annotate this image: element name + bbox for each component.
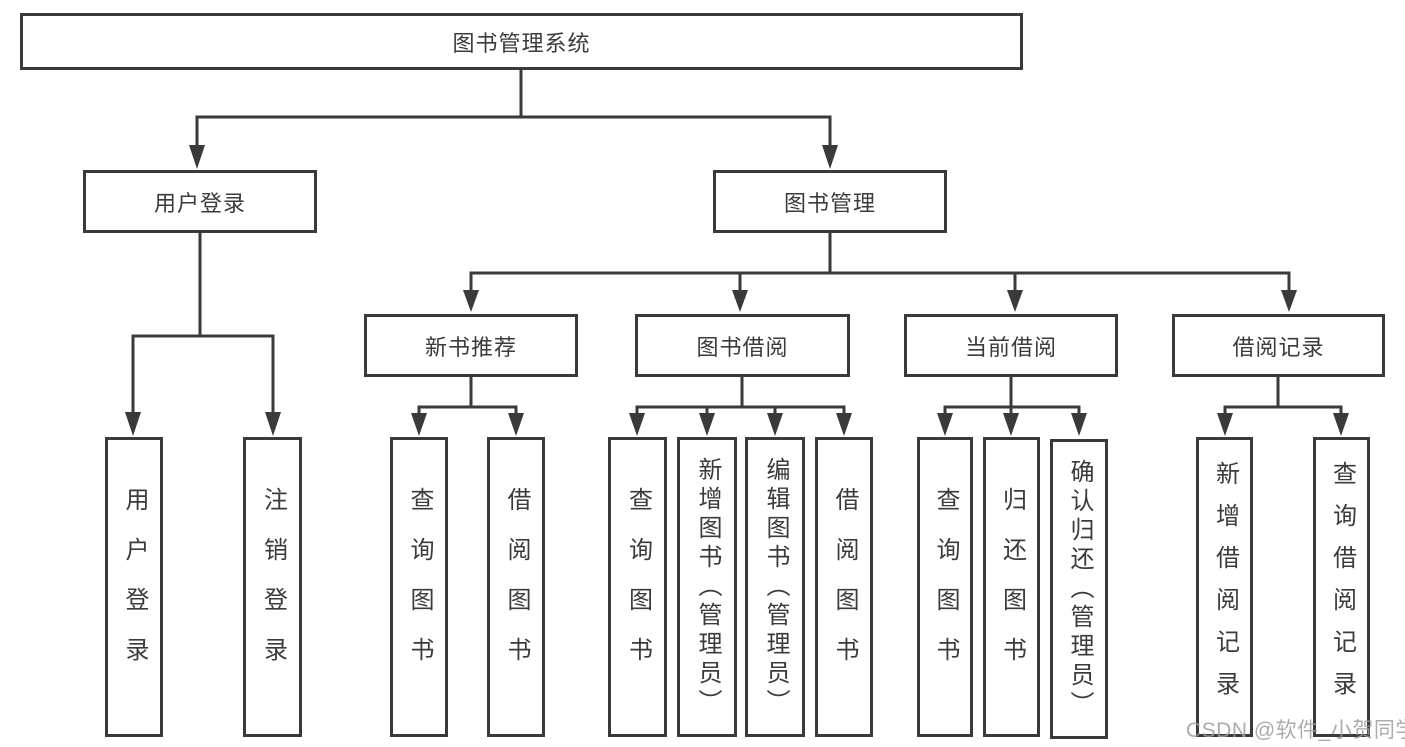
leaf-edit-book-admin: 编辑图书（管理员）	[745, 437, 805, 737]
leaf-user-login: 用户登录	[105, 437, 163, 737]
node-current-borrowing: 当前借阅	[904, 314, 1118, 377]
node-book-borrowing: 图书借阅	[635, 314, 850, 377]
leaf-borrow-books-recommend: 借阅图书	[487, 437, 545, 737]
node-user-login: 用户登录	[83, 170, 317, 233]
leaf-logout: 注销登录	[243, 437, 302, 737]
leaf-confirm-return-admin: 确认归还（管理员）	[1050, 439, 1108, 739]
leaf-query-books-borrowing: 查询图书	[608, 437, 667, 737]
leaf-borrow-books-borrowing: 借阅图书	[815, 437, 873, 737]
node-borrowing-records: 借阅记录	[1172, 314, 1385, 377]
leaf-add-book-admin: 新增图书（管理员）	[677, 437, 737, 737]
leaf-query-borrow-record: 查询借阅记录	[1313, 437, 1370, 737]
leaf-return-books: 归还图书	[983, 437, 1040, 737]
leaf-query-books-recommend: 查询图书	[390, 437, 448, 737]
node-new-book-recommend: 新书推荐	[364, 314, 578, 377]
leaf-query-books-current: 查询图书	[917, 437, 973, 737]
csdn-watermark: CSDN @软件_小贺同学	[1186, 719, 1405, 742]
node-book-management: 图书管理	[713, 170, 947, 233]
node-library-system: 图书管理系统	[20, 13, 1023, 70]
arrowhead-icons	[125, 145, 1349, 436]
leaf-add-borrow-record: 新增借阅记录	[1196, 437, 1253, 737]
